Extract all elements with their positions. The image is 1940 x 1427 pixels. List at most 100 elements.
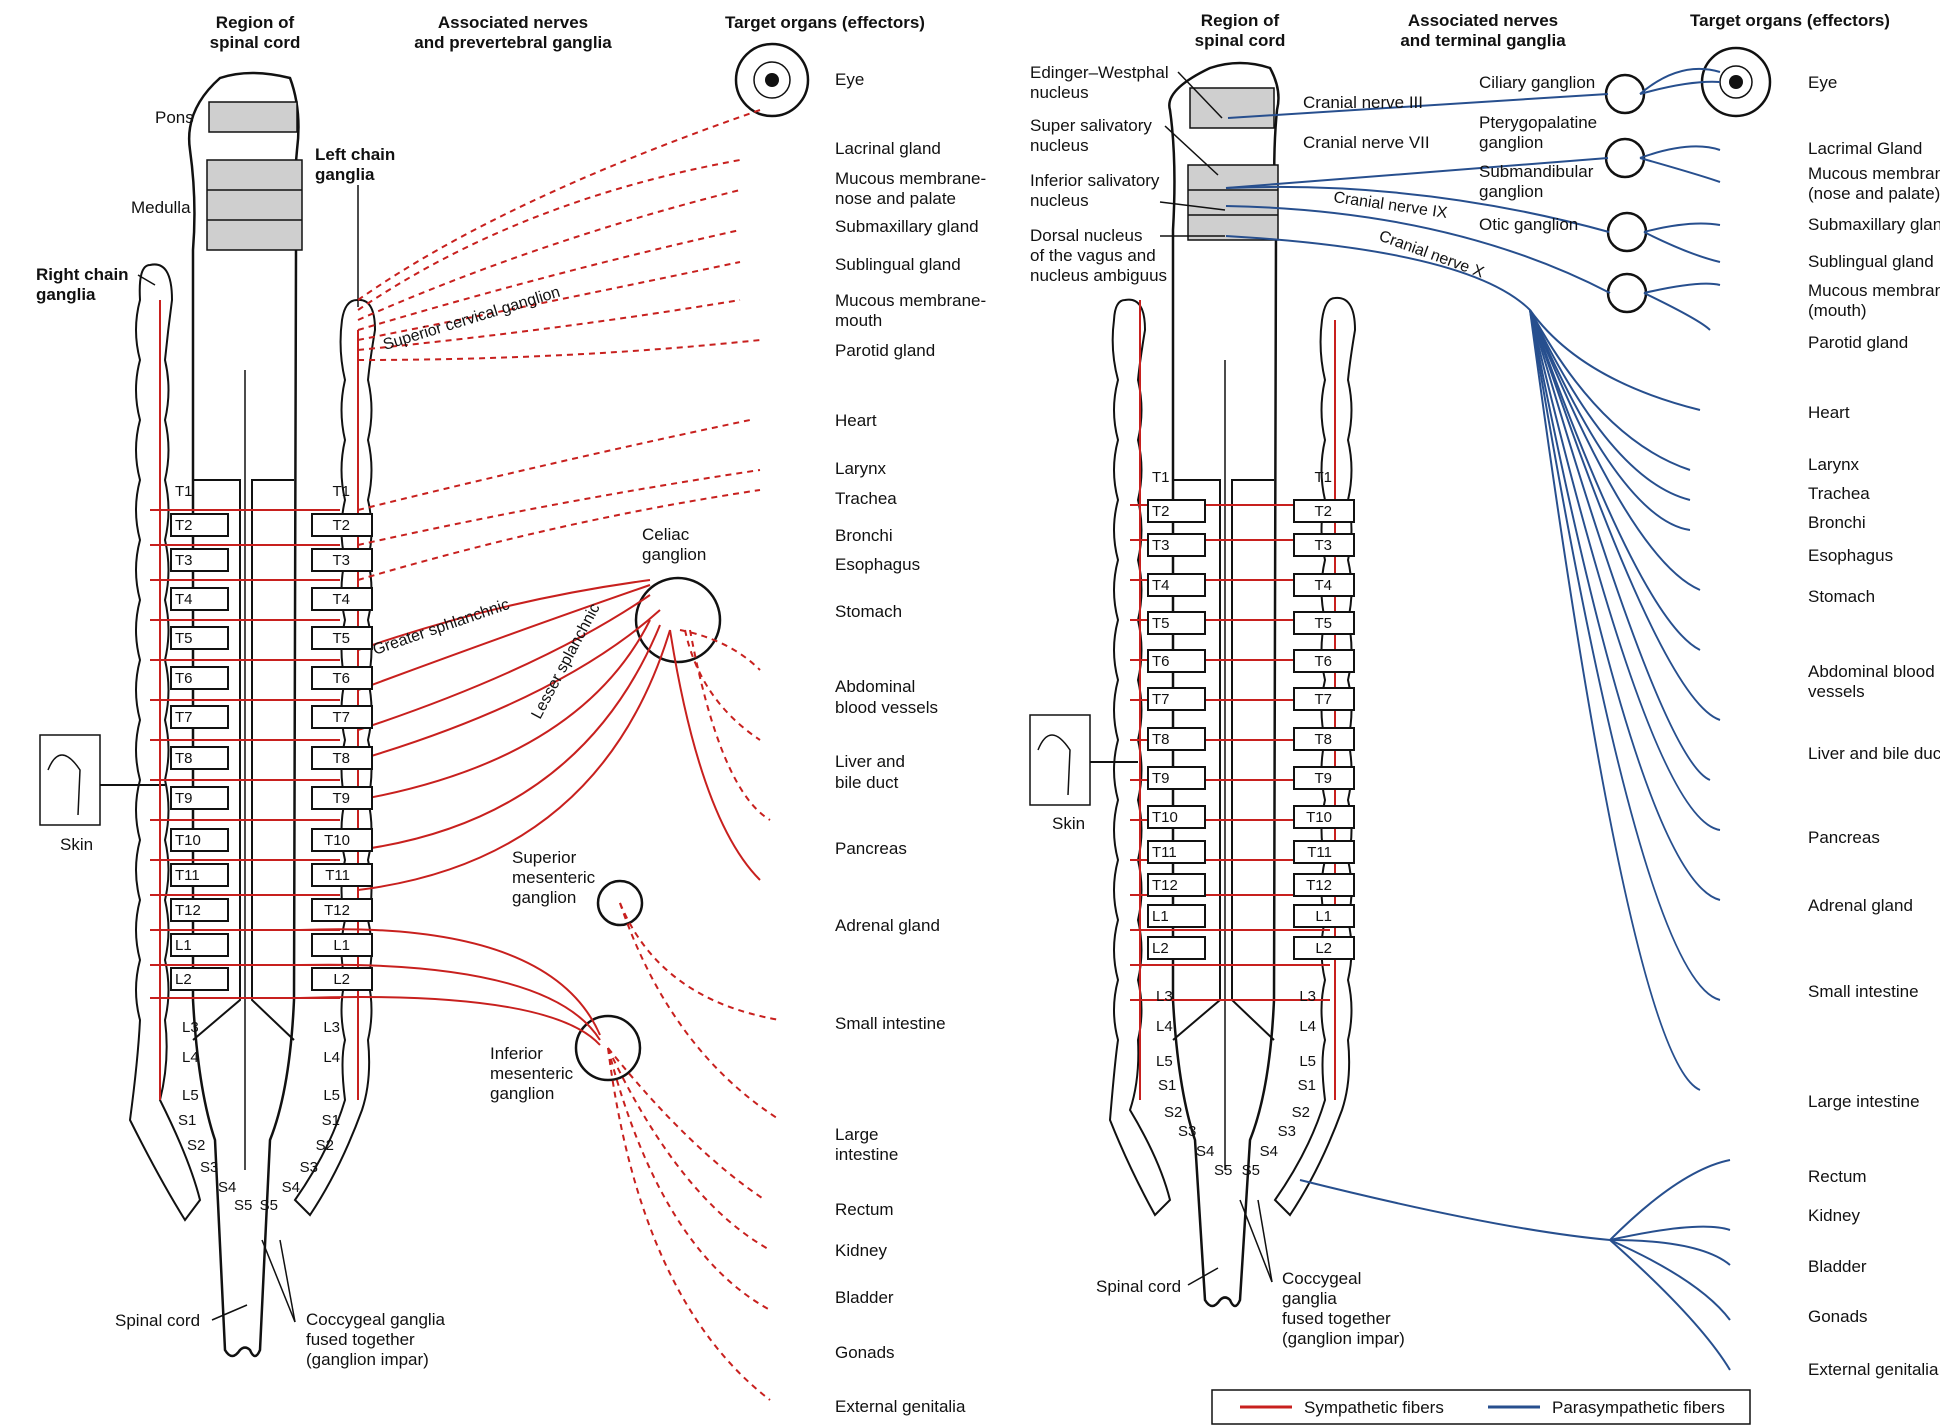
right_panel-seg-box-left [1147,533,1206,557]
right_panel-segment-left-label: L2 [1152,940,1169,957]
left_panel-seg-box-right [311,705,373,729]
right_panel-seg-box-right [1293,904,1355,928]
legend-parasympathetic-label: Parasympathetic fibers [1552,1398,1725,1417]
left_panel-segment-left-label: T4 [175,591,193,608]
right-organ-label-13: vessels [1808,682,1865,701]
right_panel-lower-segment-left-label: S2 [1164,1104,1182,1121]
left_panel-lower-segment-right-label: S4 [282,1179,300,1196]
left-organ-label-5: mouth [835,311,882,330]
right-organ-label-16: Adrenal gland [1808,896,1913,915]
right-organ-label-18: Large intestine [1808,1092,1920,1111]
right_panel-segment-left-label: T10 [1152,809,1178,826]
left_panel-seg-box-left [170,967,229,991]
right_panel-seg-box-right [1293,805,1355,829]
right-header-region-1: Region of [1201,11,1280,30]
right_panel-segment-left-label: L1 [1152,908,1169,925]
left-header-nerves-2: and prevertebral ganglia [414,33,612,52]
right_panel-segment-left-label: T7 [1152,691,1170,708]
right-organ-label-3: Submaxillary gland [1808,215,1940,234]
dorsal-nucleus-3: nucleus ambiguus [1030,266,1167,285]
submandibular-label-1: Submandibular [1479,162,1594,181]
left_panel-segment-right-label: T11 [325,867,350,884]
right-organ-label-0: Eye [1808,73,1837,92]
left-medulla-band [206,159,303,251]
medulla-label: Medulla [131,198,191,217]
left-organ-label-5: Mucous membrane- [835,291,986,310]
left-chain-label-1: Left chain [315,145,395,164]
right_panel-segment-left-label: T5 [1152,615,1170,632]
left-organ-label-23: External genitalia [835,1397,966,1416]
left_panel-seg-box-right [311,933,373,957]
left_panel-lower-segment-left-label: S2 [187,1137,205,1154]
left_panel-seg-box-right [311,626,373,650]
right_panel-seg-box-right [1293,873,1355,897]
right_panel-segment-left-label: T12 [1152,877,1178,894]
left_panel-lower-segment-right-label: S2 [316,1137,334,1154]
right_panel-lower-segment-left-label: S5 [1214,1162,1232,1179]
left_panel-segment-right-label: L1 [333,937,350,954]
right_panel-segment-right-label: T12 [1306,877,1332,894]
right-organ-label-10: Bronchi [1808,513,1866,532]
left-organ-label-14: bile duct [835,773,899,792]
left_panel-lower-segment-left-label: S4 [218,1179,236,1196]
superior-cervical-label: Superior cervical ganglion [381,284,562,354]
right-organ-label-4: Sublingual gland [1808,252,1934,271]
left_panel-segment-left-label: T8 [175,750,193,767]
right-organ-label-5: Mucous membrane [1808,281,1940,300]
right_panel-seg-box-left [1147,573,1206,597]
left_panel-segment-left-label: T11 [175,867,200,884]
right-organ-label-22: Gonads [1808,1307,1868,1326]
left_panel-seg-box-left [170,746,229,770]
left-coccygeal-label-2: fused together [306,1330,415,1349]
left-organ-label-12: Stomach [835,602,902,621]
left_panel-seg-box-left [170,898,229,922]
left-header-nerves-1: Associated nerves [438,13,588,32]
right_panel-segment-right-label: T7 [1314,691,1332,708]
left_panel-segment-left-label: T1 [175,483,193,500]
right_panel-lower-segment-left-label: S1 [1158,1077,1176,1094]
right_panel-lower-segment-right-label: S2 [1292,1104,1310,1121]
left-organ-label-8: Larynx [835,459,887,478]
right_panel-seg-box-left [1147,727,1206,751]
right_panel-seg-box-right [1293,840,1355,864]
right_panel-lower-segment-left-label: S4 [1196,1143,1214,1160]
left-organ-label-1: Lacrinal gland [835,139,941,158]
left-organ-label-11: Esophagus [835,555,920,574]
right-header-nerves-1: Associated nerves [1408,11,1558,30]
inf-mes-label-2: mesenteric [490,1064,574,1083]
inf-salivatory-1: Inferior salivatory [1030,171,1160,190]
left_panel-segment-left-label: T7 [175,709,193,726]
left_panel-segment-right-label: T4 [332,591,350,608]
left_panel-segment-right-label: T5 [332,630,350,647]
right_panel-seg-box-right [1293,573,1355,597]
right-organ-label-15: Pancreas [1808,828,1880,847]
left-organ-label-0: Eye [835,70,864,89]
left-organ-label-10: Bronchi [835,526,893,545]
right_panel-segment-left-label: T1 [1152,469,1170,486]
right-organ-label-13: Abdominal blood [1808,662,1935,681]
inf-mes-label-3: ganglion [490,1084,554,1103]
left-header-region-2: spinal cord [210,33,301,52]
sup-salivatory-1: Super salivatory [1030,116,1152,135]
left_panel-seg-box-left [170,828,229,852]
right_panel-segment-right-label: T11 [1307,844,1332,861]
right_panel-segment-right-label: L1 [1315,908,1332,925]
left_panel-seg-box-left [170,863,229,887]
left_panel-seg-box-left [170,786,229,810]
left_panel-seg-box-right [311,786,373,810]
dorsal-nucleus-1: Dorsal nucleus [1030,226,1142,245]
right_panel-seg-box-right [1293,649,1355,673]
left_panel-segment-left-label: T10 [175,832,201,849]
cranial-nerve-iii: Cranial nerve III [1303,93,1423,112]
right_panel-segment-right-label: T4 [1314,577,1332,594]
right-spinal-cord-label: Spinal cord [1096,1277,1181,1296]
left-organ-label-2: nose and palate [835,189,956,208]
right_panel-lower-segment-right-label: S3 [1278,1123,1296,1140]
right_panel-lower-segment-left-label: S3 [1178,1123,1196,1140]
right-header-targets: Target organs (effectors) [1690,11,1890,30]
left_panel-lower-segment-right-label: L5 [323,1087,340,1104]
right_panel-segment-left-label: T4 [1152,577,1170,594]
right_panel-segment-left-label: T6 [1152,653,1170,670]
right-organ-label-21: Bladder [1808,1257,1867,1276]
superior-mesenteric-ganglion-circle [596,879,644,927]
